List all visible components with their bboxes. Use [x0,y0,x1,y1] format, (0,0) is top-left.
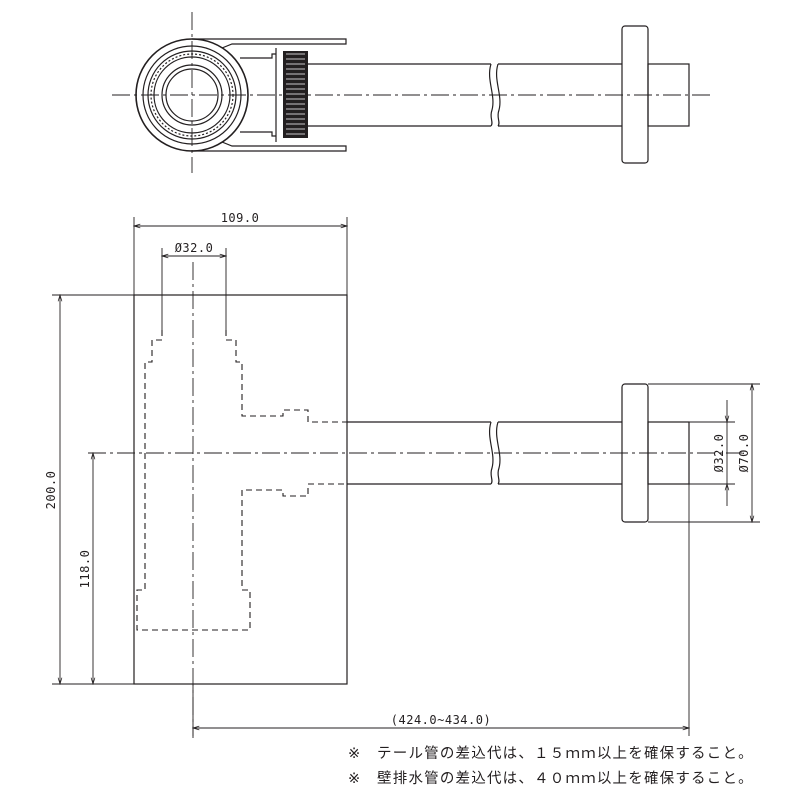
dimension-lines [52,217,760,736]
top-view [112,12,712,173]
dim-width-total: 109.0 [221,211,260,225]
dim-flange-diameter: Ø70.0 [737,434,751,473]
note-tail-pipe: ※ テール管の差込代は、１５ｍｍ以上を確保すること。 [348,746,754,762]
dim-inner-diameter: Ø32.0 [175,241,214,255]
note-wall-pipe: ※ 壁排水管の差込代は、４０ｍｍ以上を確保すること。 [348,771,754,787]
dim-center-height: 118.0 [78,550,92,589]
dim-length-range: (424.0~434.0) [391,713,491,727]
dim-height-total: 200.0 [44,471,58,510]
dim-pipe-diameter: Ø32.0 [712,434,726,473]
knurl-lines [286,53,305,135]
front-view [88,262,742,738]
